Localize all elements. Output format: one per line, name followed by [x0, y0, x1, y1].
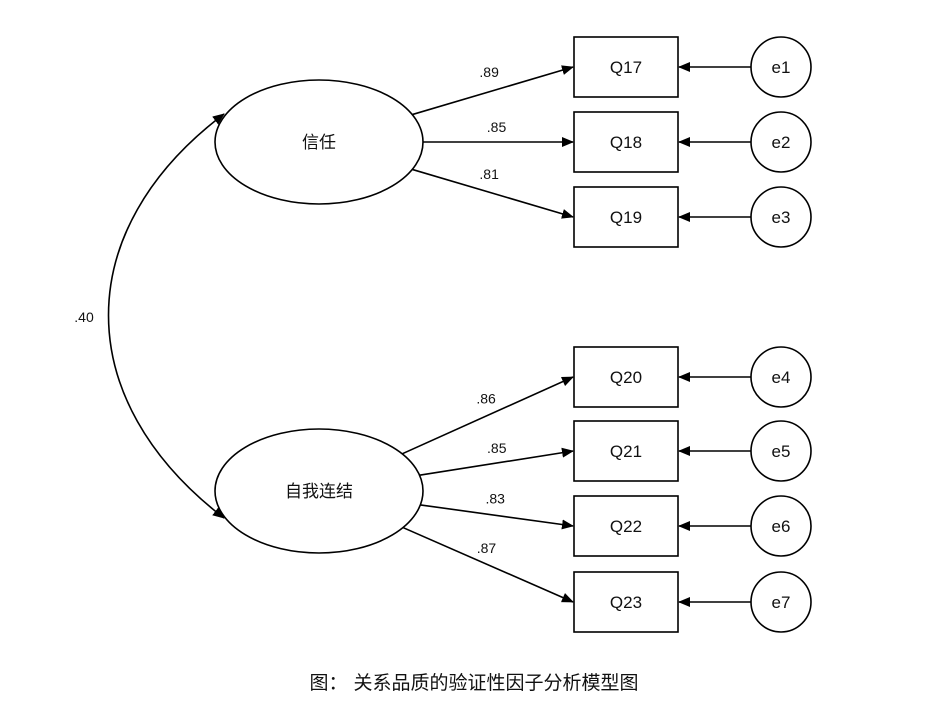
loading-label-Q19: .81 — [479, 166, 499, 182]
figure-caption: 图： 关系品质的验证性因子分析模型图 — [309, 672, 639, 694]
loading-label-Q22: .83 — [485, 490, 505, 506]
loading-label-Q18: .85 — [487, 119, 507, 135]
indicator-Q23-label: Q23 — [610, 593, 642, 612]
indicator-Q20-box — [573, 346, 679, 408]
correlation-label: .40 — [74, 309, 94, 325]
error-e5-label: e5 — [772, 442, 791, 461]
loading-path-Q21 — [419, 447, 574, 477]
error-e3-circle — [750, 186, 812, 248]
indicator-Q19-box — [573, 186, 679, 248]
error-e7-circle — [750, 571, 812, 633]
loading-path-Q17 — [412, 65, 574, 116]
indicator-Q21-box — [573, 420, 679, 482]
loading-path-Q19 — [412, 168, 574, 219]
loading-path-Q22 — [420, 504, 574, 530]
indicator-Q17-box — [573, 36, 679, 98]
latent-trust-ellipse — [214, 79, 424, 205]
loading-path-Q23 — [402, 526, 574, 603]
loading-label-Q17: .89 — [479, 64, 499, 80]
latent-selfconnect-ellipse — [214, 428, 424, 554]
error-e5-circle — [750, 420, 812, 482]
error-e6-label: e6 — [772, 517, 791, 536]
error-e2-circle — [750, 111, 812, 173]
indicator-Q20-label: Q20 — [610, 368, 642, 387]
error-e4-circle — [750, 346, 812, 408]
indicator-Q22-label: Q22 — [610, 517, 642, 536]
loading-label-Q23: .87 — [477, 540, 497, 556]
error-e1-label: e1 — [772, 58, 791, 77]
error-e1-circle — [750, 36, 812, 98]
error-e3-label: e3 — [772, 208, 791, 227]
indicator-Q17-label: Q17 — [610, 58, 642, 77]
error-e7-label: e7 — [772, 593, 791, 612]
indicator-Q23-box — [573, 571, 679, 633]
latent-trust-label: 信任 — [302, 133, 336, 152]
loading-label-Q21: .85 — [487, 440, 507, 456]
correlation-curve — [107, 113, 225, 519]
indicator-Q19-label: Q19 — [610, 208, 642, 227]
indicator-Q22-box — [573, 495, 679, 557]
latent-selfconnect-label: 自我连结 — [285, 482, 353, 501]
indicator-Q18-label: Q18 — [610, 133, 642, 152]
error-e4-label: e4 — [772, 368, 791, 387]
error-e2-label: e2 — [772, 133, 791, 152]
indicator-Q21-label: Q21 — [610, 442, 642, 461]
error-e6-circle — [750, 495, 812, 557]
loading-path-Q20 — [401, 376, 574, 455]
loading-label-Q20: .86 — [476, 390, 496, 406]
indicator-Q18-box — [573, 111, 679, 173]
